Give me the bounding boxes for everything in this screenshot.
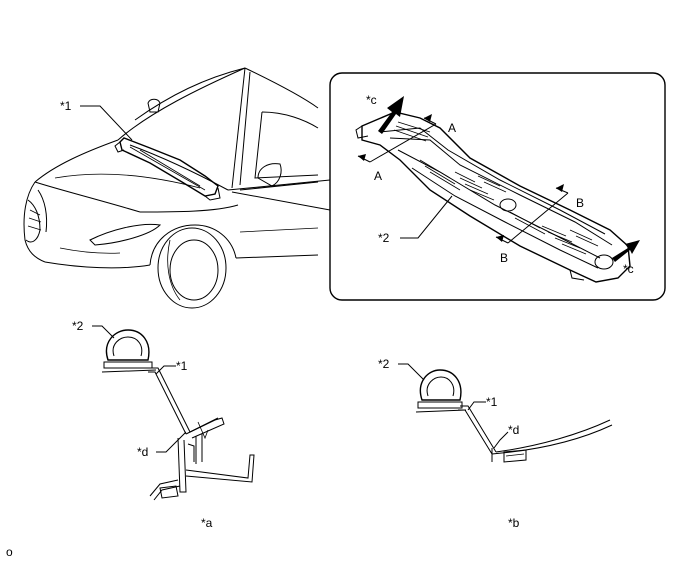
label-sec-a-part1: *1 <box>176 359 188 373</box>
label-b-bottom: B <box>500 251 508 265</box>
label-part1-car: *1 <box>60 99 72 113</box>
label-sec-b-part1: *1 <box>486 395 498 409</box>
arrow-direction-c-top <box>378 96 404 134</box>
callout-line-top <box>227 179 331 191</box>
cross-section-a <box>101 329 255 501</box>
label-sec-a-d: *d <box>137 445 148 459</box>
arrow-direction-c-bottom <box>612 240 640 262</box>
cowl-louver-detail <box>355 111 631 283</box>
label-c-top: *c <box>366 93 377 107</box>
label-sec-b-part2: *2 <box>378 357 390 371</box>
leader-sec-a-part1 <box>155 365 176 375</box>
leader-part2-detail <box>400 195 453 239</box>
detail-box <box>329 72 666 301</box>
leader-sec-b-part1 <box>467 401 486 411</box>
corner-mark: o <box>6 545 13 559</box>
caption-sec-b: *b <box>508 516 520 530</box>
section-line-a <box>357 114 437 163</box>
caption-sec-a: *a <box>201 516 213 530</box>
label-part2-detail: *2 <box>378 231 390 245</box>
leader-sec-a-part2 <box>92 325 115 339</box>
label-a-top: A <box>448 121 456 135</box>
leader-part1-car <box>80 105 133 141</box>
car-illustration <box>23 67 319 309</box>
callout-line-bottom <box>231 191 331 211</box>
section-line-b <box>495 184 569 244</box>
leader-sec-a-d <box>156 431 187 453</box>
label-a-bottom: A <box>374 169 382 183</box>
label-c-bottom: *c <box>623 262 634 276</box>
label-sec-a-part2: *2 <box>72 319 84 333</box>
label-sec-b-d: *d <box>508 423 519 437</box>
leader-sec-b-d <box>493 431 509 449</box>
cross-section-b <box>415 369 613 463</box>
leader-sec-b-part2 <box>398 363 425 381</box>
label-b-top: B <box>576 196 584 210</box>
